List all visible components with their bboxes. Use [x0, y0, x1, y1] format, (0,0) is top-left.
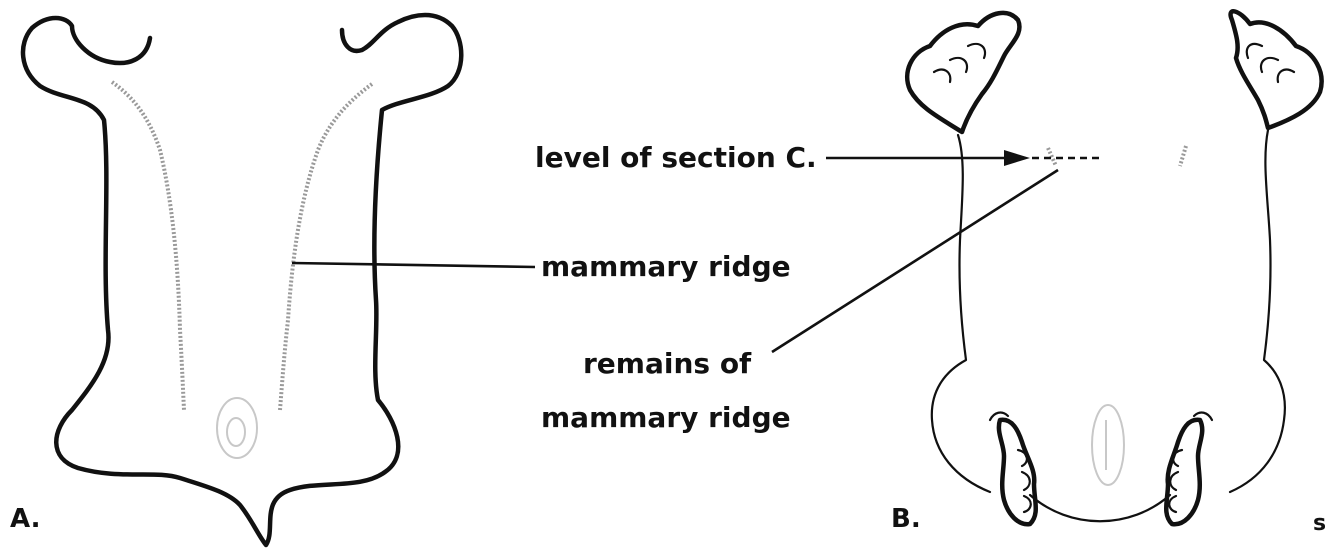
- panel-b-cloacal-region: [1091, 404, 1125, 486]
- panel-a-letter: A.: [10, 504, 40, 534]
- panel-b-left-ridge-remnant: [1046, 147, 1058, 167]
- panel-b-right-forelimb-digits: [1245, 42, 1296, 84]
- panel-b: B.: [771, 9, 1324, 534]
- panel-a-embryo-outline: [20, 12, 464, 548]
- panel-a: A.: [10, 12, 536, 548]
- panel-b-torso-outline: [930, 133, 992, 494]
- section-level-arrowhead: [1004, 150, 1030, 166]
- panel-b-torso-outline-right: [1228, 128, 1286, 494]
- panel-a-cloacal-region: [216, 397, 258, 459]
- label-level-of-section: level of section C.: [535, 141, 817, 174]
- panel-a-left-mammary-ridge: [110, 80, 186, 411]
- panel-b-right-forelimb: [1228, 9, 1324, 131]
- panel-b-left-hindlimb: [996, 417, 1038, 527]
- panel-b-right-hindlimb-toes: [1168, 448, 1184, 514]
- panel-b-left-forelimb: [904, 10, 1022, 135]
- label-remains-line1: remains of: [583, 347, 752, 380]
- panel-b-left-hindlimb-toes: [1016, 448, 1032, 514]
- panel-b-letter: B.: [891, 504, 921, 534]
- remains-leader-line: [771, 168, 1059, 354]
- panel-b-right-hindlimb: [1164, 417, 1205, 527]
- panel-b-left-hindlimb-tip: [988, 411, 1010, 422]
- panel-b-right-hindlimb-tip: [1192, 411, 1214, 422]
- panel-b-right-ridge-remnant: [1178, 145, 1188, 167]
- edge-mark: s: [1313, 511, 1325, 536]
- label-remains-line2: mammary ridge: [541, 401, 791, 434]
- mammary-ridge-leader-line: [291, 261, 536, 269]
- panel-a-right-mammary-ridge: [278, 82, 374, 411]
- panel-a-cloacal-inner: [226, 417, 246, 447]
- label-mammary-ridge: mammary ridge: [541, 250, 791, 283]
- panel-b-left-forelimb-digits: [932, 42, 987, 84]
- panel-b-tail-curve: [1028, 493, 1172, 523]
